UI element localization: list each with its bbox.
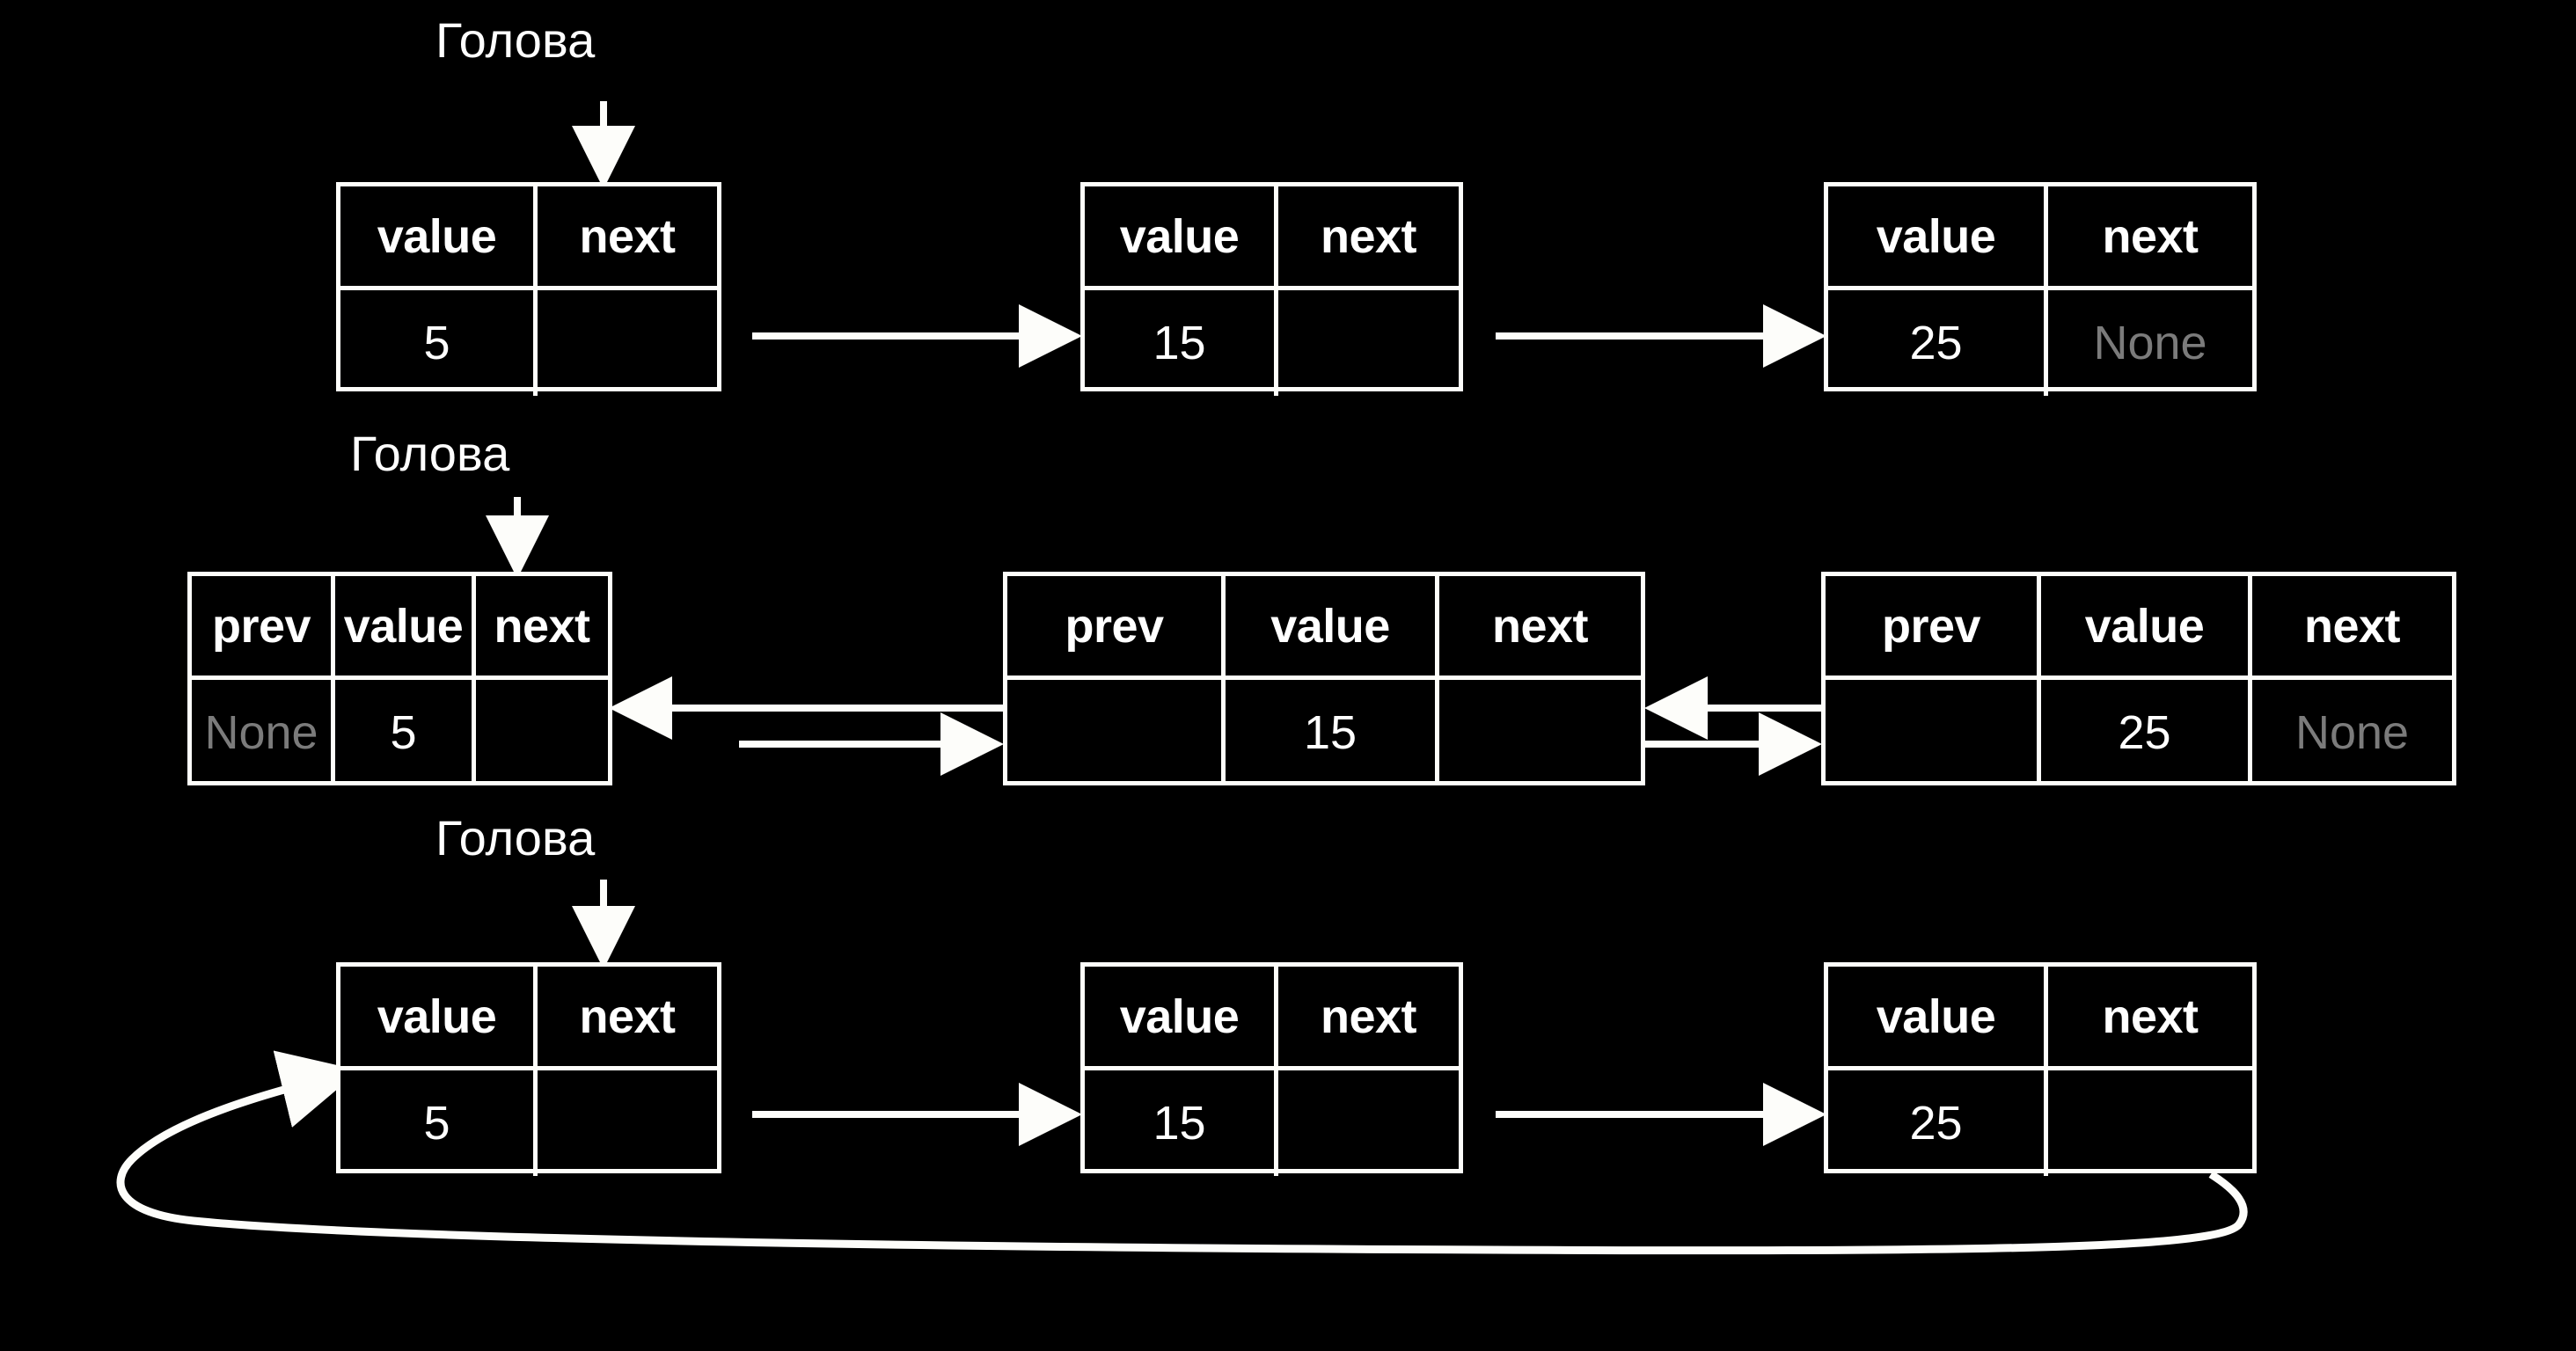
node-header-row: value next <box>1828 186 2252 286</box>
node-row1-3: value next 25 None <box>1824 182 2257 396</box>
next-cell <box>1274 290 1459 396</box>
header-cell-next: next <box>533 186 717 286</box>
header-cell-prev: prev <box>1881 599 1981 653</box>
node-header-row: value next <box>1085 186 1459 286</box>
header-cell-next: next <box>1435 576 1641 676</box>
node-row1-2: value next 15 <box>1080 182 1463 396</box>
node-row2-2: prev value next 15 <box>1003 572 1645 785</box>
head-label-row3: Голова <box>435 810 596 865</box>
next-cell <box>533 1070 717 1176</box>
header-cell-next: next <box>2044 967 2252 1066</box>
node-value-row: 25 <box>1828 1066 2252 1176</box>
head-label-row1: Голова <box>435 12 596 68</box>
value-cell: 25 <box>2037 680 2248 785</box>
node-row2-1: prev value next None 5 <box>187 572 612 785</box>
next-cell <box>2044 1070 2252 1176</box>
node-row3-3: value next 25 <box>1824 962 2257 1176</box>
next-cell <box>472 680 608 785</box>
node-value-row: 25 None <box>1828 286 2252 396</box>
prev-cell <box>1826 680 2037 785</box>
value-cell: 5 <box>331 680 472 785</box>
node-value-row: 5 <box>340 1066 717 1176</box>
node-header-row: value next <box>340 186 717 286</box>
header-cell-next: next <box>2248 576 2452 676</box>
node-header-row: prev value next <box>192 576 608 676</box>
node-header-row: value next <box>340 967 717 1066</box>
value-cell: 5 <box>423 317 450 369</box>
node-row3-2: value next 15 <box>1080 962 1463 1176</box>
header-cell-value: value <box>1119 990 1240 1043</box>
header-cell-prev: prev <box>1065 599 1164 653</box>
next-cell <box>1274 1070 1459 1176</box>
header-cell-value: value <box>2037 576 2248 676</box>
header-cell-value: value <box>377 990 497 1043</box>
node-value-row: 25 None <box>1826 676 2452 785</box>
next-cell-none: None <box>2248 680 2452 785</box>
header-cell-next: next <box>1274 186 1459 286</box>
value-cell: 15 <box>1221 680 1435 785</box>
node-row1-1: value next 5 <box>336 182 721 396</box>
next-cell-none: None <box>2044 290 2252 396</box>
header-cell-value: value <box>1119 209 1240 263</box>
node-header-row: prev value next <box>1007 576 1641 676</box>
header-cell-value: value <box>331 576 472 676</box>
header-cell-value: value <box>377 209 497 263</box>
header-cell-next: next <box>1274 967 1459 1066</box>
node-header-row: value next <box>1085 967 1459 1066</box>
header-cell-value: value <box>1221 576 1435 676</box>
node-row3-1: value next 5 <box>336 962 721 1176</box>
header-cell-next: next <box>2044 186 2252 286</box>
header-cell-value: value <box>1876 990 1996 1043</box>
prev-cell-none: None <box>204 706 318 759</box>
node-value-row: 15 <box>1085 1066 1459 1176</box>
next-cell <box>1435 680 1641 785</box>
value-cell: 15 <box>1153 317 1206 369</box>
header-cell-prev: prev <box>211 599 311 653</box>
header-cell-value: value <box>1876 209 1996 263</box>
node-header-row: value next <box>1828 967 2252 1066</box>
header-cell-next: next <box>472 576 608 676</box>
value-cell: 25 <box>1909 317 1963 369</box>
node-header-row: prev value next <box>1826 576 2452 676</box>
node-row2-3: prev value next 25 None <box>1821 572 2456 785</box>
value-cell: 15 <box>1153 1097 1206 1150</box>
header-cell-next: next <box>533 967 717 1066</box>
node-value-row: 15 <box>1007 676 1641 785</box>
node-value-row: 5 <box>340 286 717 396</box>
prev-cell <box>1007 680 1221 785</box>
node-value-row: None 5 <box>192 676 608 785</box>
value-cell: 25 <box>1909 1097 1963 1150</box>
node-value-row: 15 <box>1085 286 1459 396</box>
head-label-row2: Голова <box>350 426 510 481</box>
next-cell <box>533 290 717 396</box>
value-cell: 5 <box>423 1097 450 1150</box>
